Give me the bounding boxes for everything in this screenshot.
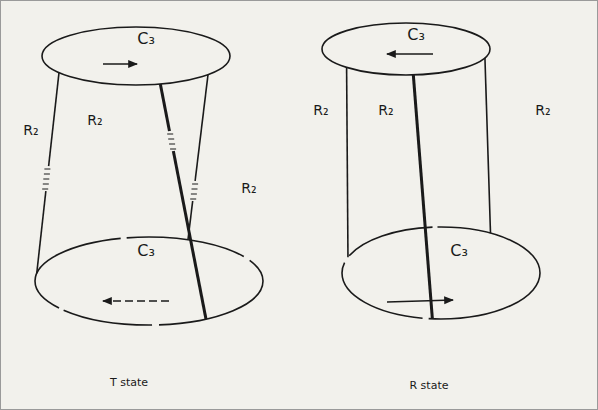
subunit-name: R₂: [311, 103, 330, 118]
strut-line: [37, 73, 59, 274]
broken-bond-hatch: [42, 166, 50, 191]
broken-bond-hatch: [190, 181, 198, 201]
subunit-label: C₃: [407, 26, 425, 44]
subunit-label: C₃: [137, 242, 155, 260]
subunit-ring: C₃: [321, 22, 491, 76]
subunit-name: R₂: [85, 113, 104, 128]
ring-outline: [341, 226, 541, 320]
ring-ellipse: [342, 227, 540, 319]
subunit-name: R₂: [21, 123, 40, 138]
broken-bond-hatch: [167, 131, 176, 151]
rotation-arrow: [387, 53, 433, 54]
subunit-name: R₂: [239, 181, 258, 196]
subunit-label: C₃: [450, 242, 468, 260]
rotation-arrow: [103, 63, 137, 64]
rotation-arrow: [387, 300, 453, 302]
subunit-ring: C₃: [41, 26, 231, 86]
strut-line: [160, 84, 206, 319]
subunit-ring: C₃: [341, 226, 541, 320]
subunit-ring: C₃: [34, 236, 264, 326]
ring-ellipse: [35, 237, 263, 325]
strut-line: [485, 58, 491, 233]
ring-ellipse: [322, 23, 490, 75]
strut-line: [347, 67, 348, 257]
ring-outline: [41, 26, 231, 86]
rotation-arrow: [103, 300, 169, 301]
subunit-name: R₂: [533, 103, 552, 118]
strut-line: [188, 75, 208, 240]
ring-outline: [321, 22, 491, 76]
strut-line: [413, 75, 432, 319]
subunit-label: C₃: [137, 30, 155, 48]
subunit-name: R₂: [376, 103, 395, 118]
state-caption: T state: [110, 377, 148, 389]
state-caption: R state: [409, 380, 448, 392]
ring-ellipse: [42, 27, 230, 85]
